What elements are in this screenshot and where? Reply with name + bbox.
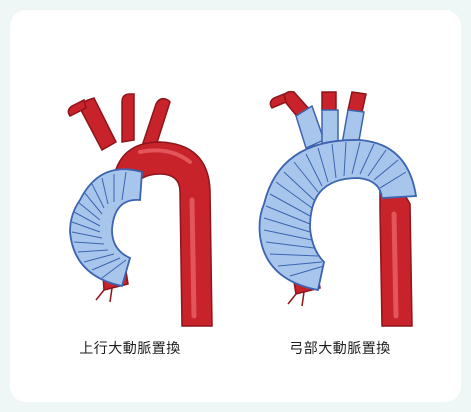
figure-aortic-arch xyxy=(230,80,440,340)
caption-ascending-aorta-replacement: 上行大動脈置換 xyxy=(30,338,230,358)
caption-arch-replacement: 弓部大動脈置換 xyxy=(240,338,440,358)
figure-ascending-aorta xyxy=(30,80,230,340)
illustration-panel: 上行大動脈置換 xyxy=(10,10,461,402)
arch-replacement-illustration xyxy=(230,80,440,340)
ascending-graft xyxy=(70,169,142,286)
ascending-aorta-illustration xyxy=(30,80,230,340)
